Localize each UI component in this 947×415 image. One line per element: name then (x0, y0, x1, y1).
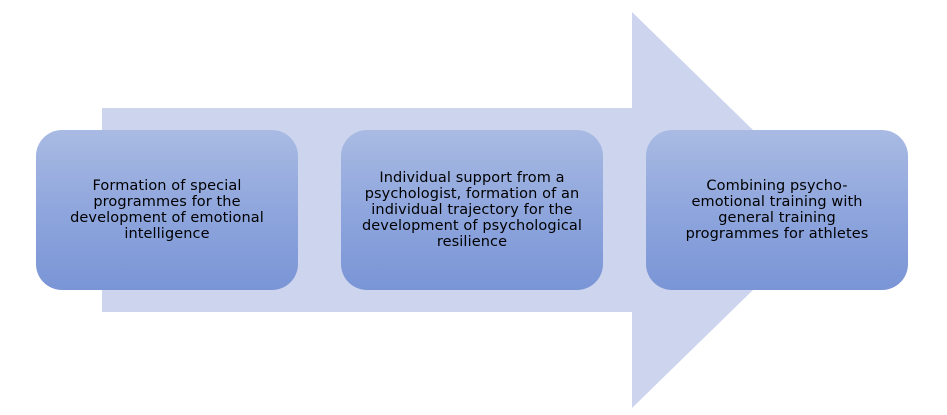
step-label-2: Individual support from a psychologist, … (361, 170, 583, 250)
step-label-3: Combining psycho-emotional training with… (685, 178, 869, 242)
step-box-1: Formation of special programmes for the … (36, 130, 298, 290)
step-box-3: Combining psycho-emotional training with… (646, 130, 908, 290)
step-label-1: Formation of special programmes for the … (70, 178, 264, 242)
step-box-2: Individual support from a psychologist, … (341, 130, 603, 290)
